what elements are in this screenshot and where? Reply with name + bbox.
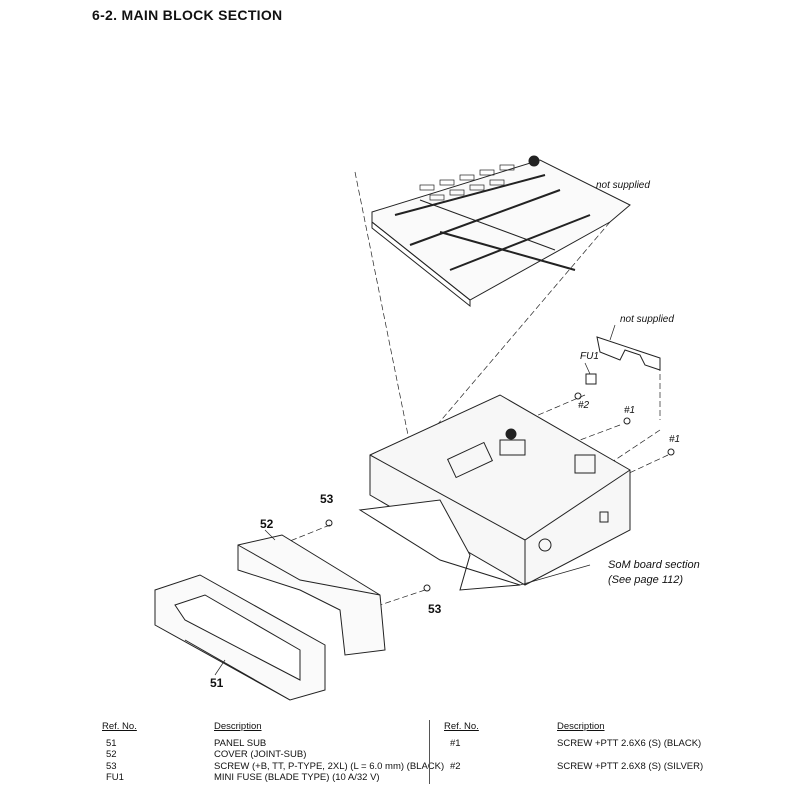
screw-53b-drawing <box>423 584 431 592</box>
parts-table-right-desc: Description SCREW +PTT 2.6X6 (S) (BLACK)… <box>557 721 703 772</box>
callout-fu1: FU1 <box>580 351 599 362</box>
screw-53a-drawing <box>325 519 333 527</box>
desc-header: Description <box>557 721 605 732</box>
table-row-desc: SCREW +PTT 2.6X8 (S) (SILVER) <box>557 760 704 772</box>
marker-a-icon-chassis <box>505 428 517 440</box>
callout-screw-2: #2 <box>578 400 590 411</box>
panel-sub-drawing <box>154 574 326 701</box>
page-title: 6-2. MAIN BLOCK SECTION <box>92 7 283 23</box>
table-row-ref: 51 <box>106 737 117 749</box>
parts-table-right-ref: Ref. No. #1 #2 <box>444 721 479 772</box>
desc-header: Description <box>214 721 262 732</box>
marker-a-icon <box>528 155 540 167</box>
ref-header: Ref. No. <box>444 721 479 732</box>
parts-table-left-desc: Description PANEL SUB COVER (JOINT-SUB) … <box>214 721 444 784</box>
table-row-ref: FU1 <box>106 772 124 783</box>
screw-2-drawing <box>574 392 582 400</box>
ref-51: 51 <box>210 676 224 690</box>
ref-53a: 53 <box>320 492 334 506</box>
chassis-drawing <box>358 394 631 591</box>
callout-screw-1b: #1 <box>669 434 681 445</box>
ref-53b: 53 <box>428 602 442 616</box>
screw-1b-drawing <box>667 448 675 456</box>
top-cover-drawing <box>371 159 631 308</box>
table-divider <box>429 720 430 784</box>
ref-header: Ref. No. <box>102 721 137 732</box>
callout-not-supplied-cover: not supplied <box>596 180 650 191</box>
bracket-drawing <box>596 336 661 371</box>
table-row-desc: PANEL SUB <box>214 737 267 749</box>
table-row-ref: #2 <box>450 760 461 772</box>
callout-see-page: (See page 112) <box>608 574 684 586</box>
table-row-ref: #1 <box>450 737 461 749</box>
table-row-desc: MINI FUSE (BLADE TYPE) (10 A/32 V) <box>214 772 380 783</box>
table-row-desc: SCREW (+B, TT, P-TYPE, 2XL) (L = 6.0 mm)… <box>214 760 445 772</box>
callout-screw-1a: #1 <box>624 405 636 416</box>
leader-lines <box>214 324 616 676</box>
parts-table-left-ref: Ref. No. 51 52 53 FU1 <box>102 721 137 784</box>
fuse-drawing <box>585 373 597 385</box>
callout-som-board: SoM board section <box>608 559 700 571</box>
table-row-ref: 53 <box>106 760 117 772</box>
screw-1a-drawing <box>623 417 631 425</box>
ref-52: 52 <box>260 517 274 531</box>
cover-joint-sub-drawing <box>237 534 386 656</box>
table-row-desc: SCREW +PTT 2.6X6 (S) (BLACK) <box>557 737 702 749</box>
table-row-desc: COVER (JOINT-SUB) <box>214 749 307 760</box>
table-row-ref: 52 <box>106 749 117 760</box>
callout-not-supplied-bracket: not supplied <box>620 314 674 325</box>
